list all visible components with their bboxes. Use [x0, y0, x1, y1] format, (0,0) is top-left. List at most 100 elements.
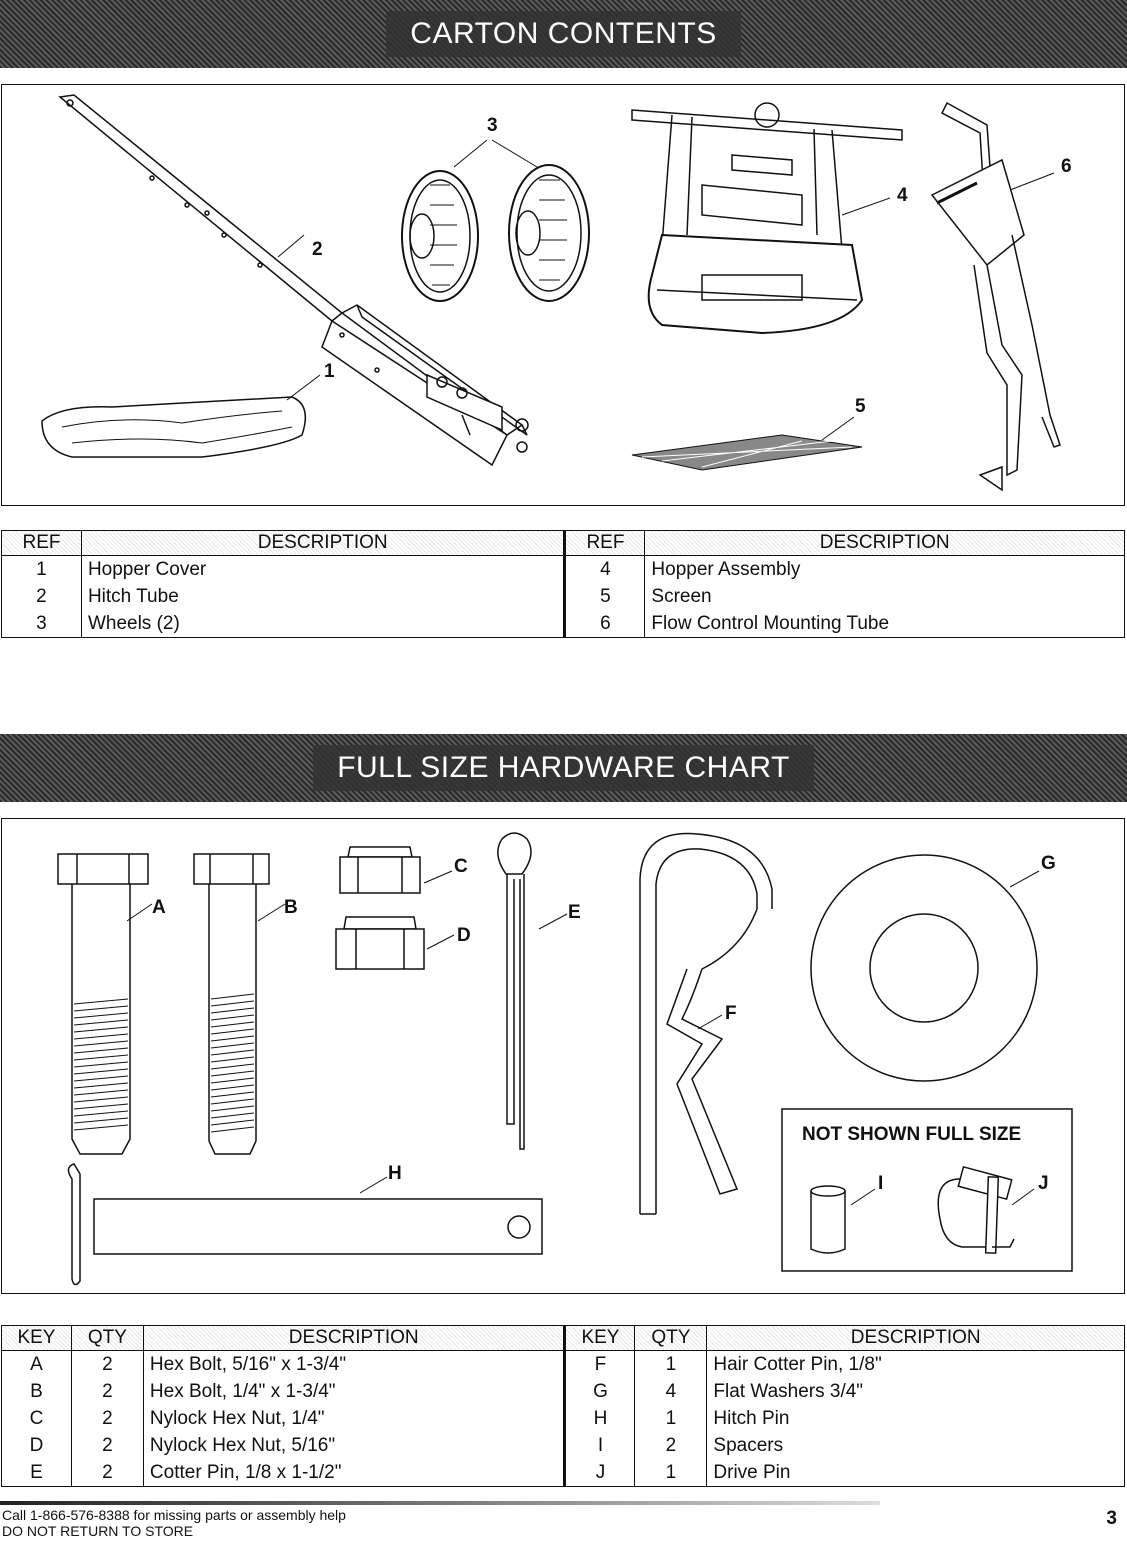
description-cell: Screen — [644, 583, 1125, 610]
spacer-i-drawing — [810, 1185, 846, 1254]
ref-header: REF — [1, 530, 82, 556]
table-row: 2 Hitch Tube 5 Screen — [1, 583, 1125, 610]
key-header: KEY — [1, 1325, 72, 1351]
callout-6: 6 — [1061, 156, 1072, 177]
callout-g: G — [1041, 853, 1056, 874]
hex-bolt-a-drawing — [57, 853, 149, 1155]
description-cell: Hitch Pin — [706, 1405, 1125, 1432]
callout-b: B — [284, 897, 298, 918]
qty-cell: 2 — [70, 1459, 144, 1487]
key-cell: D — [1, 1432, 72, 1459]
callout-d: D — [457, 925, 471, 946]
table-row: 1 Hopper Cover 4 Hopper Assembly — [1, 555, 1125, 583]
callout-1: 1 — [324, 361, 335, 382]
key-cell: E — [1, 1459, 72, 1487]
table-row: E 2 Cotter Pin, 1/8 x 1-1/2" J 1 Drive P… — [1, 1459, 1125, 1487]
qty-cell: 2 — [70, 1405, 144, 1432]
callout-h: H — [388, 1163, 402, 1184]
hardware-illustration: A B C D E F G H I J NOT SHOWN FULL SIZE — [1, 818, 1125, 1294]
callout-c: C — [454, 856, 468, 877]
ref-cell: 4 — [563, 555, 645, 583]
qty-cell: 2 — [70, 1350, 144, 1378]
footer-text: Call 1-866-576-8388 for missing parts or… — [2, 1507, 346, 1539]
flow-control-tube-drawing — [930, 101, 1061, 492]
description-header: DESCRIPTION — [644, 530, 1125, 556]
screen-drawing — [631, 434, 863, 471]
nylock-nut-c-drawing — [339, 846, 421, 894]
key-cell: J — [563, 1459, 635, 1487]
qty-cell: 1 — [634, 1405, 707, 1432]
table-row: D 2 Nylock Hex Nut, 5/16" I 2 Spacers — [1, 1432, 1125, 1459]
description-header: DESCRIPTION — [706, 1325, 1125, 1351]
page-number: 3 — [1106, 1508, 1117, 1529]
wheels-drawing — [401, 164, 590, 302]
hitch-tube-drawing — [58, 94, 529, 467]
hex-bolt-b-drawing — [193, 853, 270, 1155]
callout-i: I — [878, 1173, 884, 1194]
key-cell: C — [1, 1405, 72, 1432]
key-header: KEY — [563, 1325, 636, 1351]
qty-cell: 1 — [634, 1350, 707, 1378]
description-cell: Cotter Pin, 1/8 x 1-1/2" — [142, 1459, 565, 1487]
callout-j: J — [1038, 1173, 1049, 1194]
description-cell: Flat Washers 3/4" — [706, 1378, 1125, 1405]
hardware-chart-banner: FULL SIZE HARDWARE CHART — [0, 734, 1127, 802]
description-cell: Hitch Tube — [80, 583, 565, 610]
callout-2: 2 — [312, 239, 323, 260]
key-cell: G — [563, 1378, 635, 1405]
callout-a: A — [152, 897, 166, 918]
description-cell: Flow Control Mounting Tube — [644, 610, 1125, 638]
description-cell: Hopper Assembly — [644, 555, 1125, 583]
qty-cell: 2 — [70, 1432, 144, 1459]
hardware-table: KEY QTY DESCRIPTION KEY QTY DESCRIPTION … — [1, 1325, 1125, 1487]
not-shown-full-size-box — [781, 1108, 1073, 1272]
description-cell: Hopper Cover — [80, 555, 565, 583]
qty-header: QTY — [634, 1325, 708, 1351]
nylock-nut-d-drawing — [335, 916, 425, 970]
qty-header: QTY — [70, 1325, 144, 1351]
ref-cell: 6 — [563, 610, 645, 638]
callout-f: F — [725, 1003, 737, 1024]
ref-header: REF — [563, 530, 646, 556]
not-shown-full-size-title: NOT SHOWN FULL SIZE — [802, 1124, 1022, 1145]
flat-washer-g-drawing — [810, 854, 1038, 1082]
drive-pin-j-drawing — [937, 1165, 1015, 1254]
table-row: 3 Wheels (2) 6 Flow Control Mounting Tub… — [1, 610, 1125, 638]
key-cell: A — [1, 1350, 72, 1378]
hopper-assembly-drawing — [631, 102, 903, 335]
description-cell: Nylock Hex Nut, 1/4" — [142, 1405, 565, 1432]
description-cell: Wheels (2) — [80, 610, 565, 638]
qty-cell: 1 — [634, 1459, 707, 1487]
ref-cell: 5 — [563, 583, 645, 610]
qty-cell: 2 — [70, 1378, 144, 1405]
ref-cell: 2 — [1, 583, 82, 610]
description-header: DESCRIPTION — [142, 1325, 566, 1351]
ref-cell: 1 — [1, 555, 82, 583]
callout-e: E — [568, 902, 581, 923]
callout-4: 4 — [897, 185, 908, 206]
hardware-chart-title: FULL SIZE HARDWARE CHART — [313, 745, 814, 791]
description-cell: Drive Pin — [706, 1459, 1125, 1487]
cotter-pin-e-drawing — [497, 832, 532, 1150]
carton-contents-title: CARTON CONTENTS — [386, 11, 741, 57]
description-cell: Nylock Hex Nut, 5/16" — [142, 1432, 565, 1459]
key-cell: I — [563, 1432, 635, 1459]
description-cell: Spacers — [706, 1432, 1125, 1459]
callout-5: 5 — [855, 396, 866, 417]
carton-contents-table: REF DESCRIPTION REF DESCRIPTION 1 Hopper… — [1, 530, 1125, 638]
description-cell: Hex Bolt, 5/16" x 1-3/4" — [142, 1350, 565, 1378]
qty-cell: 2 — [634, 1432, 707, 1459]
footer-store-line: DO NOT RETURN TO STORE — [2, 1523, 194, 1539]
ref-cell: 3 — [1, 610, 82, 638]
description-cell: Hex Bolt, 1/4" x 1-3/4" — [142, 1378, 565, 1405]
callout-3: 3 — [487, 115, 498, 136]
description-cell: Hair Cotter Pin, 1/8" — [706, 1350, 1125, 1378]
description-header: DESCRIPTION — [80, 530, 566, 556]
carton-contents-illustration: 1 2 3 4 5 6 — [1, 84, 1125, 506]
key-cell: H — [563, 1405, 635, 1432]
key-cell: B — [1, 1378, 72, 1405]
qty-cell: 4 — [634, 1378, 707, 1405]
carton-contents-banner: CARTON CONTENTS — [0, 0, 1127, 68]
table-row: A 2 Hex Bolt, 5/16" x 1-3/4" F 1 Hair Co… — [1, 1350, 1125, 1378]
table-row: C 2 Nylock Hex Nut, 1/4" H 1 Hitch Pin — [1, 1405, 1125, 1432]
